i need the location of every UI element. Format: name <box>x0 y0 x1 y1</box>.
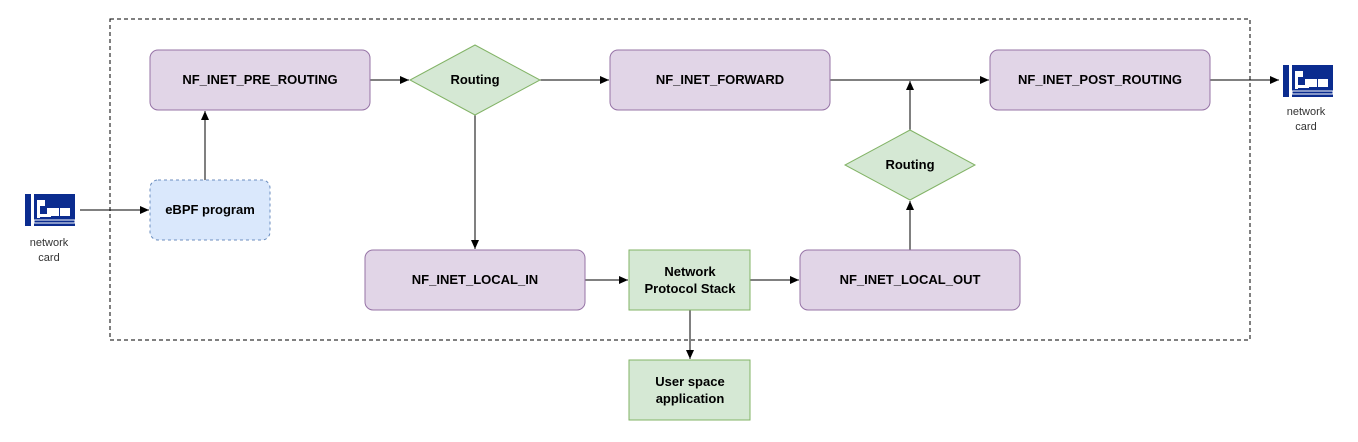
node-routing-right: Routing <box>843 129 977 201</box>
node-pre-routing: NF_INET_PRE_ROUTING <box>149 49 371 111</box>
node-post-routing: NF_INET_POST_ROUTING <box>989 49 1211 111</box>
node-local-out-label: NF_INET_LOCAL_OUT <box>840 272 981 287</box>
node-ebpf-program: eBPF program <box>149 179 271 241</box>
node-routing-right-label: Routing <box>885 157 934 172</box>
nic-left-label-line1: network <box>30 237 69 249</box>
node-ebpf-label: eBPF program <box>165 202 255 217</box>
network-card-icon <box>24 193 76 227</box>
node-local-in-label: NF_INET_LOCAL_IN <box>412 272 538 287</box>
node-protocol-stack: Network Protocol Stack <box>628 249 751 311</box>
node-local-in: NF_INET_LOCAL_IN <box>364 249 586 311</box>
nic-left-label-line2: card <box>38 252 59 264</box>
node-post-routing-label: NF_INET_POST_ROUTING <box>1018 72 1182 87</box>
network-card-left: network card <box>24 193 76 264</box>
network-card-right: network card <box>1282 64 1334 133</box>
node-protocol-stack-line1: Network <box>664 264 716 279</box>
nic-right-label-line1: network <box>1287 106 1326 118</box>
node-forward-label: NF_INET_FORWARD <box>656 72 784 87</box>
node-routing-top-label: Routing <box>450 72 499 87</box>
node-routing-top: Routing <box>408 44 542 116</box>
node-user-space-line1: User space <box>655 374 724 389</box>
node-forward: NF_INET_FORWARD <box>609 49 831 111</box>
network-card-icon <box>1282 64 1334 98</box>
nic-right-label-line2: card <box>1295 121 1316 133</box>
node-protocol-stack-line2: Protocol Stack <box>644 281 736 296</box>
node-pre-routing-label: NF_INET_PRE_ROUTING <box>182 72 337 87</box>
node-user-space-line2: application <box>656 391 725 406</box>
edges <box>80 76 1279 359</box>
node-local-out: NF_INET_LOCAL_OUT <box>799 249 1021 311</box>
kernel-boundary <box>109 18 1251 341</box>
node-user-space-app: User space application <box>628 359 751 421</box>
